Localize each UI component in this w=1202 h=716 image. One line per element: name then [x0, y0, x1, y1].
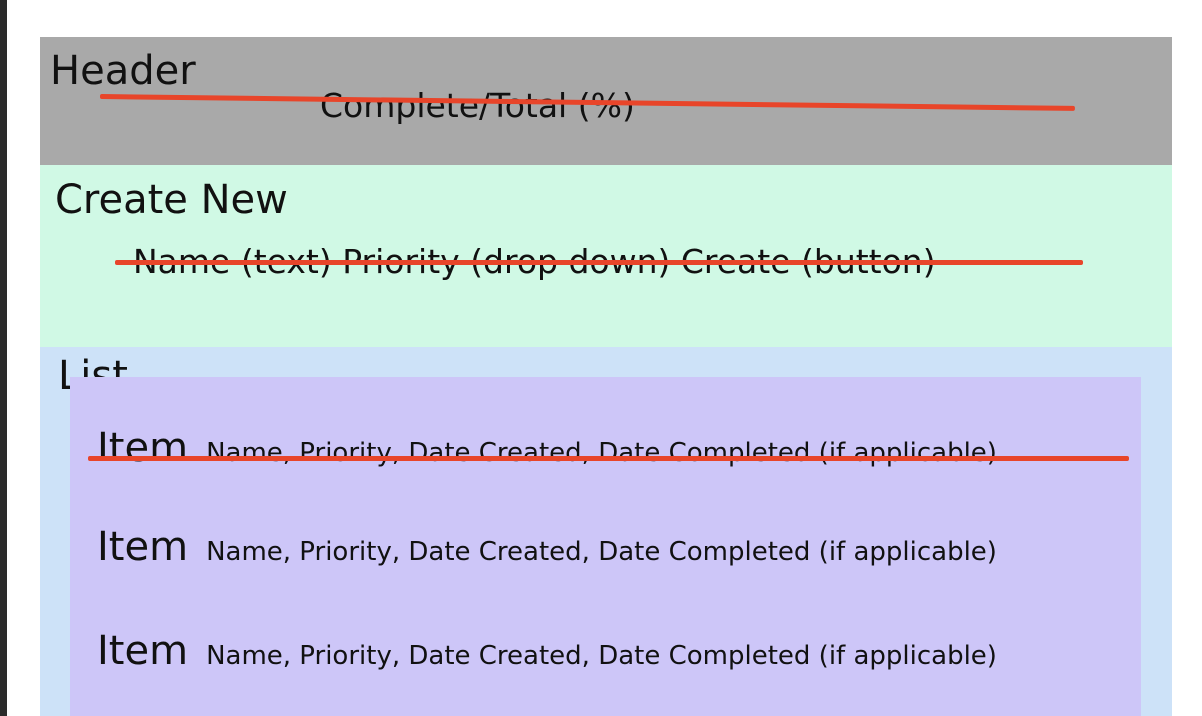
item-label: Item [97, 425, 189, 471]
header-label: Header [50, 48, 196, 94]
create-new-strikethrough [115, 260, 1083, 265]
item-description: Name, Priority, Date Created, Date Compl… [206, 438, 997, 468]
item-description: Name, Priority, Date Created, Date Compl… [206, 537, 997, 567]
header-subtext: Complete/Total (%) [320, 86, 635, 125]
item-description: Name, Priority, Date Created, Date Compl… [206, 641, 997, 671]
create-new-section: Create New Name (text) Priority (drop do… [40, 165, 1172, 347]
item-label: Item [97, 628, 189, 674]
list-item: Item Name, Priority, Date Created, Date C… [97, 527, 997, 567]
item-strikethrough [88, 456, 1129, 461]
list-item: Item Name, Priority, Date Created, Date C… [97, 428, 997, 468]
list-item: Item Name, Priority, Date Created, Date C… [97, 631, 997, 671]
create-new-label: Create New [55, 177, 288, 223]
header-section: Header Complete/Total (%) [40, 37, 1172, 165]
left-window-border [0, 0, 7, 716]
item-label: Item [97, 524, 189, 570]
item-container [70, 377, 1141, 716]
